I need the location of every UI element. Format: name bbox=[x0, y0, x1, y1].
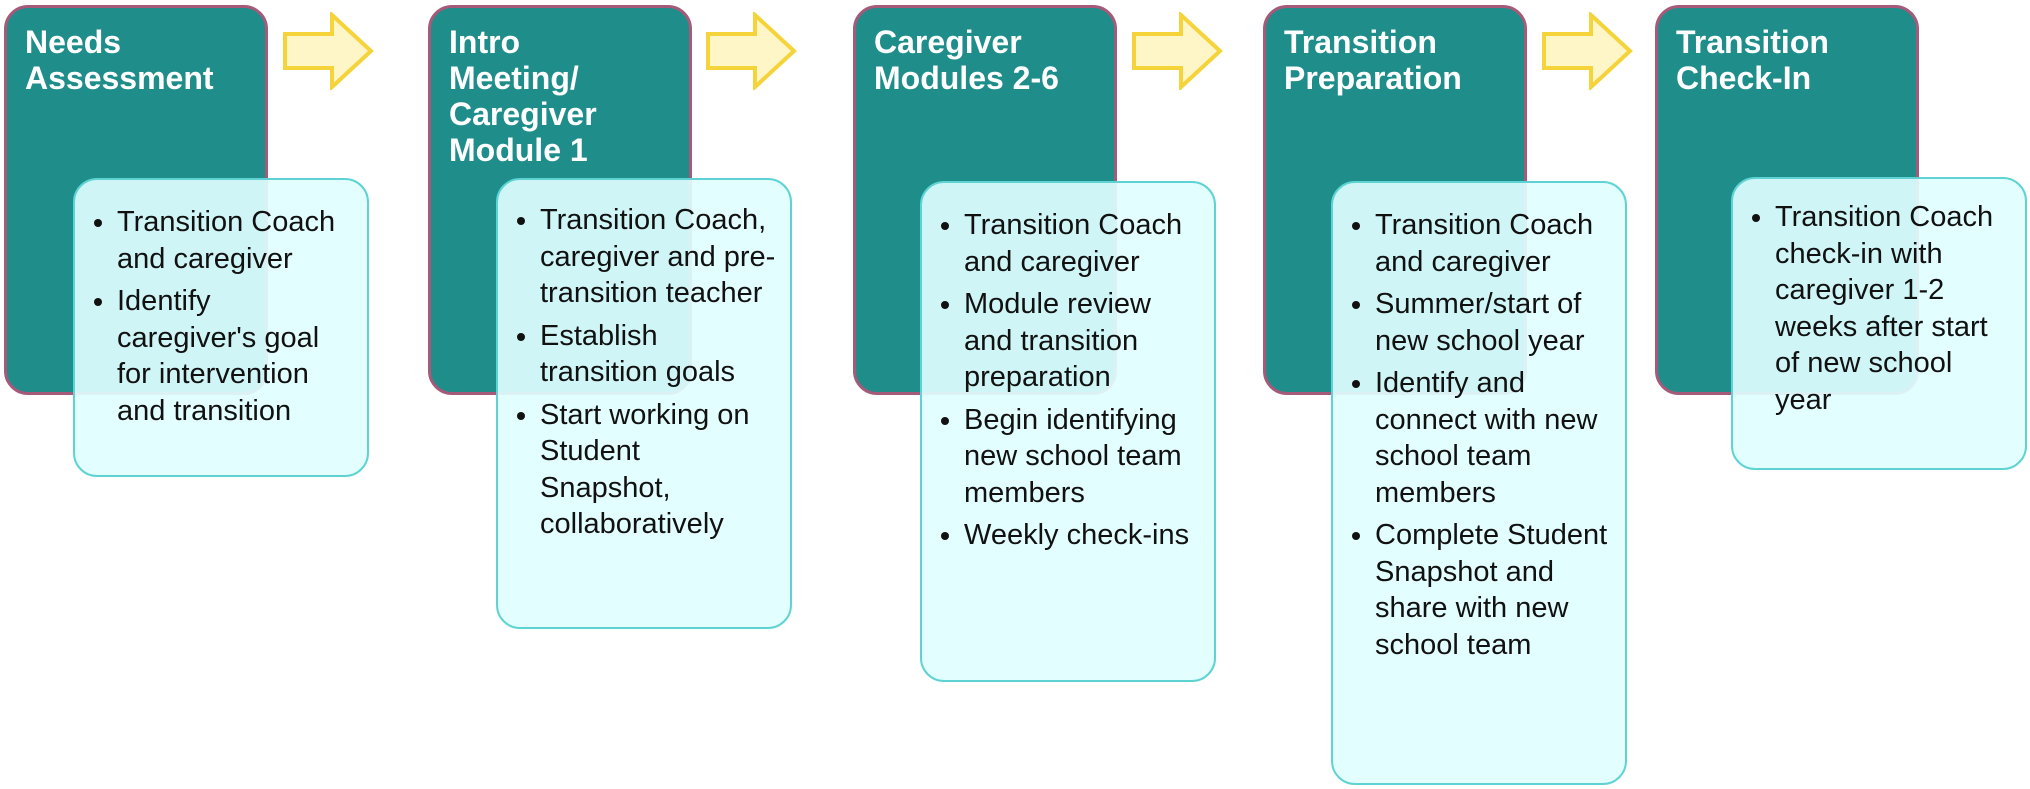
bullet-list: Transition Coach and caregiver Summer/st… bbox=[1347, 207, 1611, 663]
step-title: Transition Check-In bbox=[1676, 24, 1829, 96]
bullet-item: Identify and connect with new school tea… bbox=[1375, 365, 1611, 511]
right-arrow-icon bbox=[1132, 12, 1223, 90]
bullet-item: Weekly check-ins bbox=[964, 517, 1200, 554]
step-title: Intro Meeting/ Caregiver Module 1 bbox=[449, 24, 597, 168]
bullet-item: Establish transition goals bbox=[540, 318, 776, 391]
detail-card-transition-check-in: Transition Coach check-in with caregiver… bbox=[1731, 177, 2027, 470]
bullet-list: Transition Coach, caregiver and pre-tran… bbox=[512, 202, 776, 543]
step-title: Caregiver Modules 2-6 bbox=[874, 24, 1059, 96]
bullet-item: Transition Coach and caregiver bbox=[1375, 207, 1611, 280]
bullet-item: Module review and transition preparation bbox=[964, 286, 1200, 396]
bullet-item: Start working on Student Snapshot, colla… bbox=[540, 397, 776, 543]
detail-card-transition-preparation: Transition Coach and caregiver Summer/st… bbox=[1331, 181, 1627, 785]
bullet-list: Transition Coach and caregiver Module re… bbox=[936, 207, 1200, 554]
right-arrow-icon bbox=[283, 12, 374, 90]
step-title: Needs Assessment bbox=[25, 24, 214, 96]
bullet-item: Transition Coach, caregiver and pre-tran… bbox=[540, 202, 776, 312]
step-title: Transition Preparation bbox=[1284, 24, 1462, 96]
bullet-item: Transition Coach and caregiver bbox=[964, 207, 1200, 280]
bullet-list: Transition Coach and caregiver Identify … bbox=[89, 204, 353, 429]
bullet-item: Transition Coach and caregiver bbox=[117, 204, 353, 277]
bullet-item: Summer/start of new school year bbox=[1375, 286, 1611, 359]
detail-card-needs-assessment: Transition Coach and caregiver Identify … bbox=[73, 178, 369, 477]
bullet-item: Complete Student Snapshot and share with… bbox=[1375, 517, 1611, 663]
bullet-list: Transition Coach check-in with caregiver… bbox=[1747, 199, 2011, 418]
detail-card-caregiver-modules: Transition Coach and caregiver Module re… bbox=[920, 181, 1216, 682]
detail-card-intro-meeting: Transition Coach, caregiver and pre-tran… bbox=[496, 178, 792, 629]
bullet-item: Transition Coach check-in with caregiver… bbox=[1775, 199, 2011, 418]
bullet-item: Identify caregiver's goal for interventi… bbox=[117, 283, 353, 429]
right-arrow-icon bbox=[706, 12, 797, 90]
bullet-item: Begin identifying new school team member… bbox=[964, 402, 1200, 512]
right-arrow-icon bbox=[1542, 12, 1633, 90]
